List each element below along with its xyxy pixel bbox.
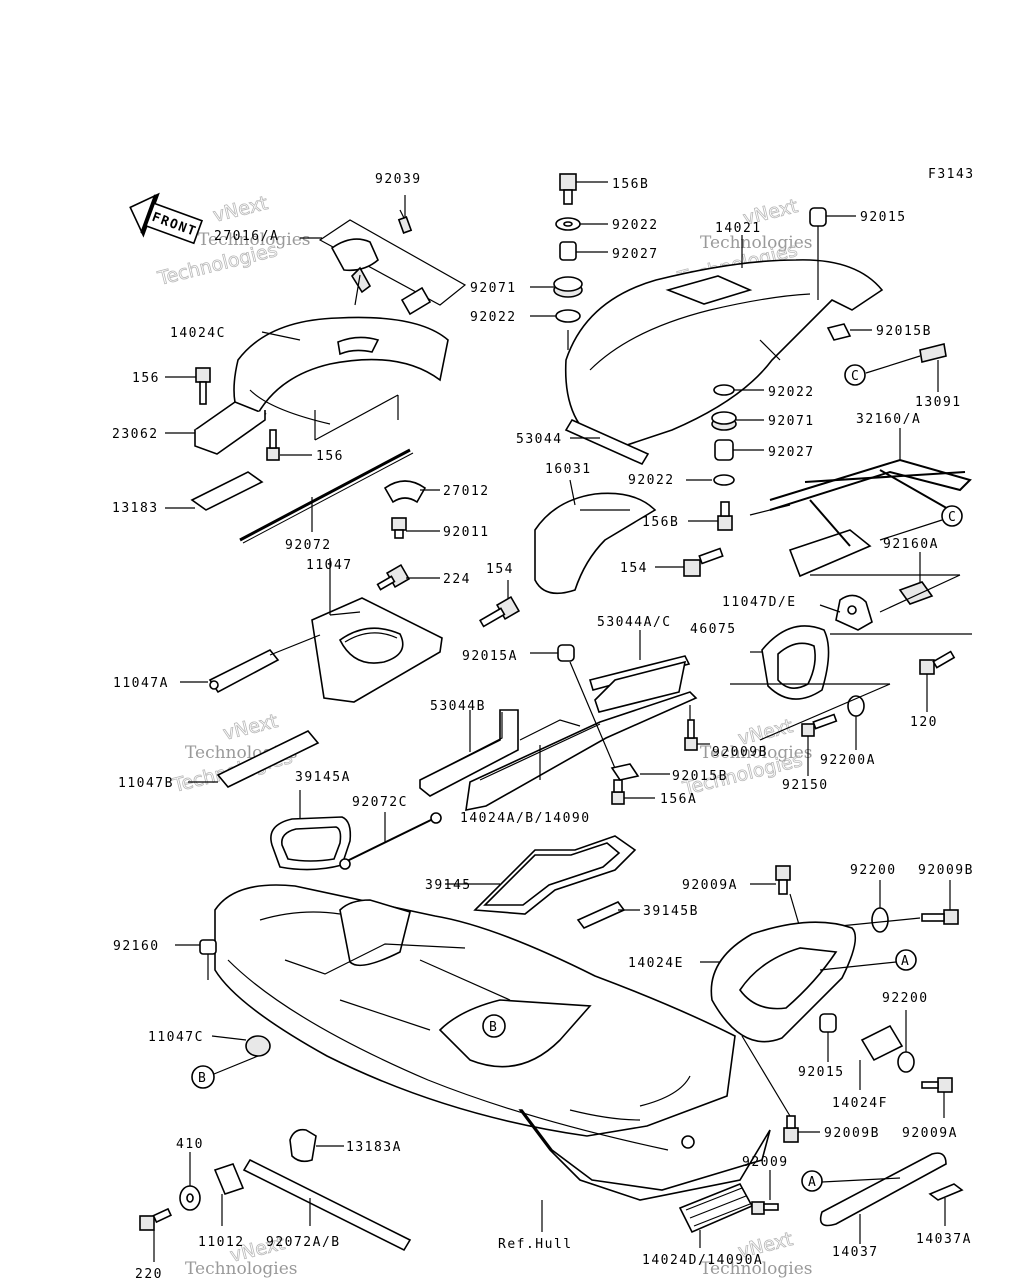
right-frame-group: C bbox=[730, 428, 972, 776]
label-92150: 92150 bbox=[782, 778, 829, 793]
label-92072c: 92072C bbox=[352, 795, 408, 810]
label-224: 224 bbox=[443, 572, 471, 587]
callout-c: C bbox=[851, 369, 860, 384]
watermark-text: Technologies bbox=[700, 1259, 813, 1279]
label-92072a-b: 92072A/B bbox=[266, 1235, 341, 1250]
seat-cover-group bbox=[165, 195, 467, 544]
label-92027: 92027 bbox=[612, 247, 659, 262]
label-27012: 27012 bbox=[443, 484, 490, 499]
center-shroud-group bbox=[419, 630, 710, 812]
callout-b: B bbox=[198, 1071, 207, 1086]
side-cover-group: A A bbox=[678, 865, 964, 1248]
label-92009b: 92009B bbox=[918, 863, 974, 878]
label-14024a-b-14090: 14024A/B/14090 bbox=[460, 811, 591, 826]
diagram-code: F3143 bbox=[928, 167, 975, 182]
watermark-text: Technologies bbox=[198, 230, 311, 250]
label-92160a: 92160A bbox=[883, 537, 939, 552]
watermark-text: vNext bbox=[211, 192, 270, 227]
label-92015: 92015 bbox=[860, 210, 907, 225]
top-cover-group: C bbox=[530, 173, 947, 595]
watermark-text: Technologies bbox=[700, 743, 813, 763]
label-14024f: 14024F bbox=[832, 1096, 888, 1111]
label-92009b: 92009B bbox=[824, 1126, 880, 1141]
label-14037a: 14037A bbox=[916, 1232, 972, 1247]
label-13091: 13091 bbox=[915, 395, 962, 410]
label-92200: 92200 bbox=[850, 863, 897, 878]
label-11047c: 11047C bbox=[148, 1030, 204, 1045]
label-53044a-c: 53044A/C bbox=[597, 615, 672, 630]
front-arrow: FRONT bbox=[129, 192, 204, 245]
label-92072: 92072 bbox=[285, 538, 332, 553]
label-410: 410 bbox=[176, 1137, 204, 1152]
part-labels: 92039 27016/A 14024C 156 23062 156 13183… bbox=[112, 172, 974, 1280]
label-92071: 92071 bbox=[470, 281, 517, 296]
label-156: 156 bbox=[132, 371, 160, 386]
label-156: 156 bbox=[316, 449, 344, 464]
callout-a: A bbox=[901, 954, 910, 969]
label-220: 220 bbox=[135, 1267, 163, 1280]
label-92015a: 92015A bbox=[462, 649, 518, 664]
label-39145b: 39145B bbox=[643, 904, 699, 919]
label-156b: 156B bbox=[612, 177, 649, 192]
label-92039: 92039 bbox=[375, 172, 422, 187]
hull-group: B B bbox=[139, 835, 771, 1262]
label-92011: 92011 bbox=[443, 525, 490, 540]
label-53044: 53044 bbox=[516, 432, 563, 447]
label-92200a: 92200A bbox=[820, 753, 876, 768]
label-156a: 156A bbox=[660, 792, 697, 807]
label-46075: 46075 bbox=[690, 622, 737, 637]
label-11047d-e: 11047D/E bbox=[722, 595, 797, 610]
label-92009a: 92009A bbox=[682, 878, 738, 893]
label-11047b: 11047B bbox=[118, 776, 174, 791]
label-92009a: 92009A bbox=[902, 1126, 958, 1141]
callout-a: A bbox=[808, 1175, 817, 1190]
label-92015b: 92015B bbox=[672, 769, 728, 784]
label-53044b: 53044B bbox=[430, 699, 486, 714]
label-39145a: 39145A bbox=[295, 770, 351, 785]
label-14024c: 14024C bbox=[170, 326, 226, 341]
label-92022: 92022 bbox=[470, 310, 517, 325]
label-92160: 92160 bbox=[113, 939, 160, 954]
bracket-group bbox=[180, 558, 521, 871]
label-92009b: 92009B bbox=[712, 745, 768, 760]
label-14021: 14021 bbox=[715, 221, 762, 236]
label-14024e: 14024E bbox=[628, 956, 684, 971]
ref-hull-label: Ref.Hull bbox=[498, 1237, 573, 1252]
label-23062: 23062 bbox=[112, 427, 159, 442]
label-156b: 156B bbox=[642, 515, 679, 530]
label-92022: 92022 bbox=[628, 473, 675, 488]
label-11047a: 11047A bbox=[113, 676, 169, 691]
label-11012: 11012 bbox=[198, 1235, 245, 1250]
watermark-text: Technologies bbox=[700, 233, 813, 253]
label-39145: 39145 bbox=[425, 878, 472, 893]
label-92015b: 92015B bbox=[876, 324, 932, 339]
label-92071: 92071 bbox=[768, 414, 815, 429]
label-11047: 11047 bbox=[306, 558, 353, 573]
label-92009: 92009 bbox=[742, 1155, 789, 1170]
label-92022: 92022 bbox=[612, 218, 659, 233]
label-154: 154 bbox=[620, 561, 648, 576]
label-13183a: 13183A bbox=[346, 1140, 402, 1155]
label-27016a: 27016/A bbox=[214, 229, 279, 244]
label-92022: 92022 bbox=[768, 385, 815, 400]
label-92027: 92027 bbox=[768, 445, 815, 460]
watermark-text: Technologies bbox=[185, 1259, 298, 1279]
label-32160a: 32160/A bbox=[856, 412, 921, 427]
label-13183: 13183 bbox=[112, 501, 159, 516]
label-14024d-14090a: 14024D/14090A bbox=[642, 1253, 763, 1268]
label-92200: 92200 bbox=[882, 991, 929, 1006]
callout-b: B bbox=[489, 1020, 498, 1035]
callout-c: C bbox=[948, 510, 957, 525]
watermark-text: vNext bbox=[221, 710, 280, 745]
label-154: 154 bbox=[486, 562, 514, 577]
label-120: 120 bbox=[910, 715, 938, 730]
label-16031: 16031 bbox=[545, 462, 592, 477]
label-92015: 92015 bbox=[798, 1065, 845, 1080]
label-14037: 14037 bbox=[832, 1245, 879, 1260]
